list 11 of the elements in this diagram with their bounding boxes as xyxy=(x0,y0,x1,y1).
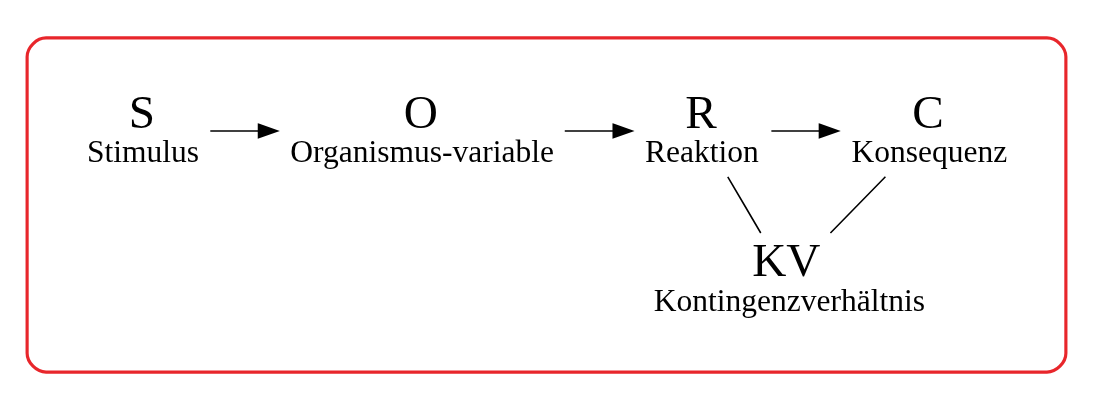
cluster xyxy=(25,35,1068,374)
node-text: C Konsequenz xyxy=(851,85,1008,169)
node-text: R Reaktion xyxy=(645,85,759,169)
arrow xyxy=(770,122,841,139)
connector xyxy=(829,175,887,234)
connector xyxy=(727,175,762,234)
arrow xyxy=(209,122,280,139)
arrow xyxy=(564,122,635,139)
node-text: KV Kontingenzverhältnis xyxy=(653,233,926,318)
node-text: O Organismus-variable xyxy=(290,85,555,169)
node-text: S Stimulus xyxy=(87,85,200,169)
